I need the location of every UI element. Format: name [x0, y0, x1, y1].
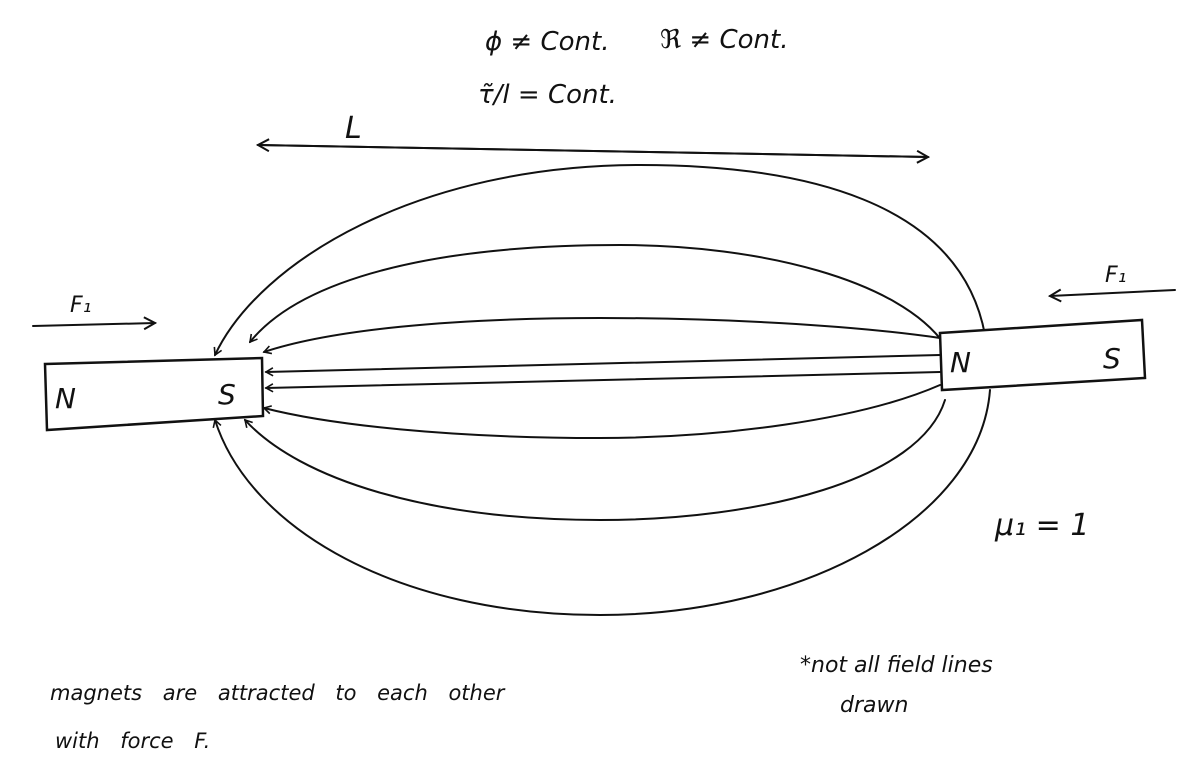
right-magnet-south: S [1103, 342, 1121, 375]
length-label: L [345, 111, 362, 146]
field-lines [212, 163, 991, 617]
note-line-2: drawn [840, 693, 908, 718]
note-line-1: *not all field lines [800, 653, 993, 678]
permeability-label: μ₁ = 1 [994, 508, 1089, 543]
left-magnet: N S [43, 356, 265, 432]
left-magnet-north: N [55, 382, 76, 415]
field-line [262, 384, 941, 440]
force-label-left: F₁ [70, 293, 91, 318]
right-magnet-north: N [950, 346, 971, 379]
field-line [264, 371, 941, 393]
field-line [213, 163, 986, 357]
field-line [248, 243, 946, 346]
caption-line-1: magnets are attracted to each other [50, 681, 506, 705]
equation-mmf: τ̃/l = Cont. [478, 80, 617, 110]
force-label-right: F₁ [1105, 263, 1126, 288]
field-line [264, 354, 941, 377]
field-line [212, 389, 991, 617]
force-arrow-left [32, 323, 155, 326]
field-line [262, 316, 941, 355]
length-arrow [258, 145, 928, 157]
force-arrow-right [1050, 290, 1176, 296]
caption-line-2: with force F. [55, 729, 210, 753]
field-line [243, 399, 946, 522]
right-magnet: N S [938, 318, 1147, 392]
equation-flux: ϕ ≠ Cont. [485, 27, 609, 57]
left-magnet-south: S [218, 378, 236, 411]
equation-reluctance: ℜ ≠ Cont. [660, 25, 788, 55]
